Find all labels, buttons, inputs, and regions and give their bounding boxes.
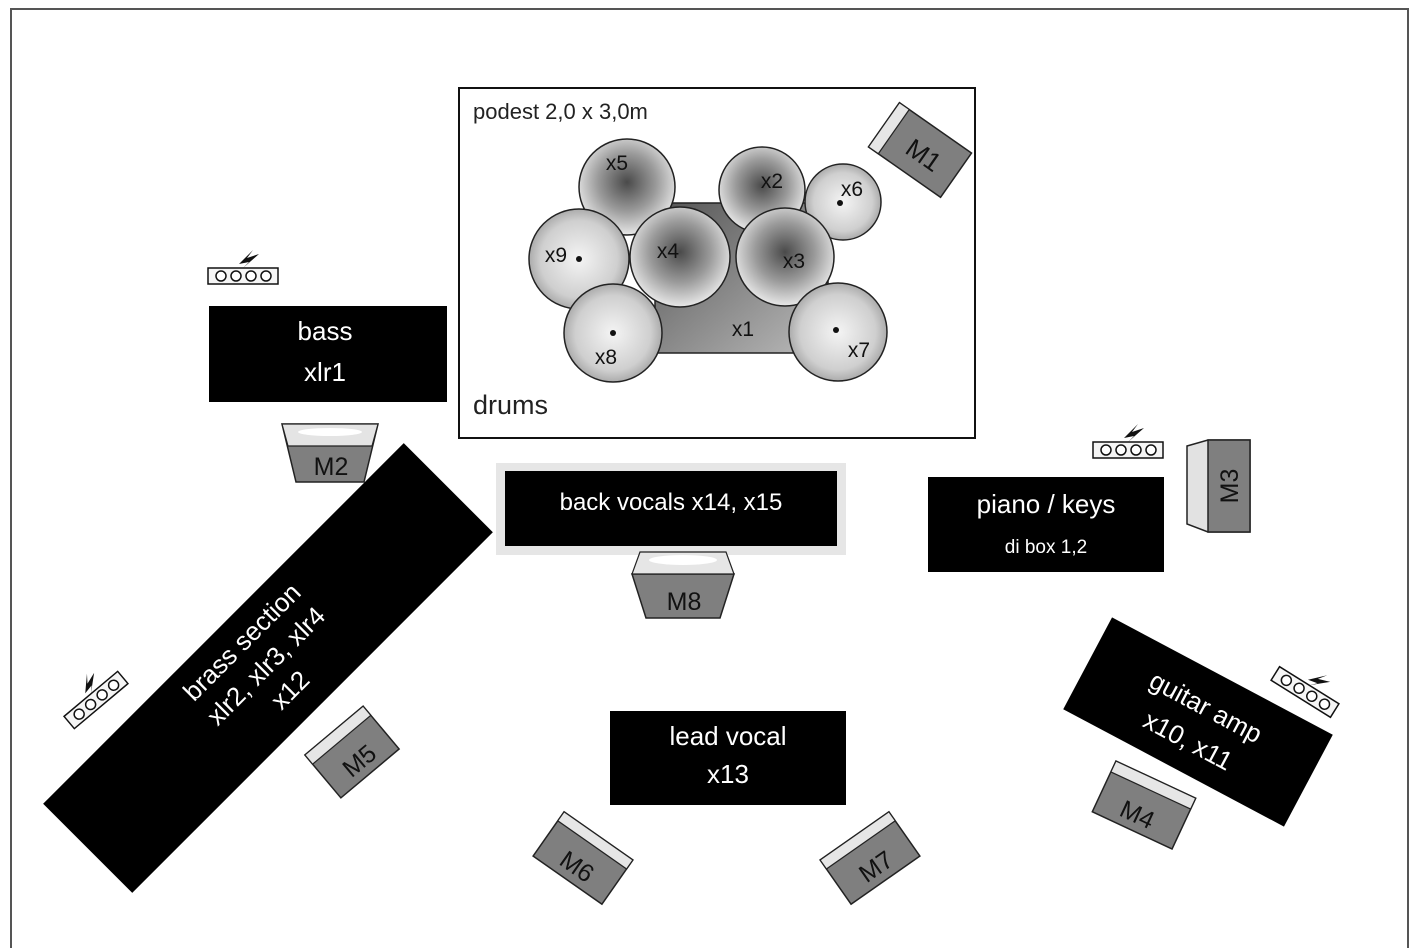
drum-x5 bbox=[578, 138, 676, 236]
riser-back-vocals: back vocals x14, x15 bbox=[496, 463, 846, 555]
bass-label: bass bbox=[298, 316, 353, 346]
mic-x9: x9 bbox=[545, 244, 567, 267]
riser-bass: bass xlr1 bbox=[209, 306, 447, 402]
mic-x1: x1 bbox=[732, 318, 754, 341]
power-strip-icon bbox=[1270, 650, 1350, 719]
cymbal-x6 bbox=[804, 163, 882, 241]
mic-x8: x8 bbox=[595, 346, 617, 369]
monitor-m3: M3 bbox=[1186, 439, 1251, 533]
monitor-label-m8: M8 bbox=[667, 588, 702, 616]
monitor-m1: M1 bbox=[867, 101, 973, 199]
bass-input: xlr1 bbox=[304, 357, 346, 387]
drums-label: drums bbox=[473, 390, 548, 420]
monitor-m8: M8 bbox=[630, 551, 736, 619]
lead-vocal-label: lead vocal bbox=[669, 721, 786, 751]
stage-frame bbox=[10, 8, 1409, 948]
back-vocals-label: back vocals x14, x15 bbox=[560, 489, 783, 516]
mic-x3: x3 bbox=[783, 250, 805, 273]
mic-x6: x6 bbox=[841, 178, 863, 201]
podest-label: podest 2,0 x 3,0m bbox=[473, 99, 648, 124]
monitor-m2: M2 bbox=[281, 423, 379, 483]
lead-vocal-mic: x13 bbox=[707, 759, 749, 789]
riser-guitar-amp: guitar amp x10, x11 bbox=[1063, 617, 1333, 827]
piano-input: di box 1,2 bbox=[1005, 537, 1087, 558]
riser-lead-vocal: lead vocal x13 bbox=[610, 711, 846, 805]
monitor-m7: M7 bbox=[819, 810, 921, 906]
mic-x2: x2 bbox=[761, 170, 783, 193]
power-strip-icon bbox=[1092, 423, 1164, 459]
monitor-m6: M6 bbox=[532, 810, 634, 906]
power-strip-icon bbox=[51, 656, 129, 730]
monitor-m5: M5 bbox=[303, 705, 401, 799]
drum-x3 bbox=[735, 207, 835, 307]
riser-brass-section: brass section xlr2, xlr3, xlr4 x12 bbox=[43, 443, 493, 893]
monitor-label-m3: M3 bbox=[1216, 469, 1244, 504]
monitor-label-m2: M2 bbox=[314, 453, 349, 481]
mic-x7: x7 bbox=[848, 339, 870, 362]
riser-piano-keys: piano / keys di box 1,2 bbox=[928, 477, 1164, 572]
piano-label: piano / keys bbox=[977, 489, 1116, 519]
drum-x4 bbox=[629, 206, 731, 308]
mic-x4: x4 bbox=[657, 240, 680, 263]
power-strip-icon bbox=[207, 249, 279, 285]
monitor-m4: M4 bbox=[1091, 760, 1197, 850]
mic-x5: x5 bbox=[606, 152, 628, 175]
